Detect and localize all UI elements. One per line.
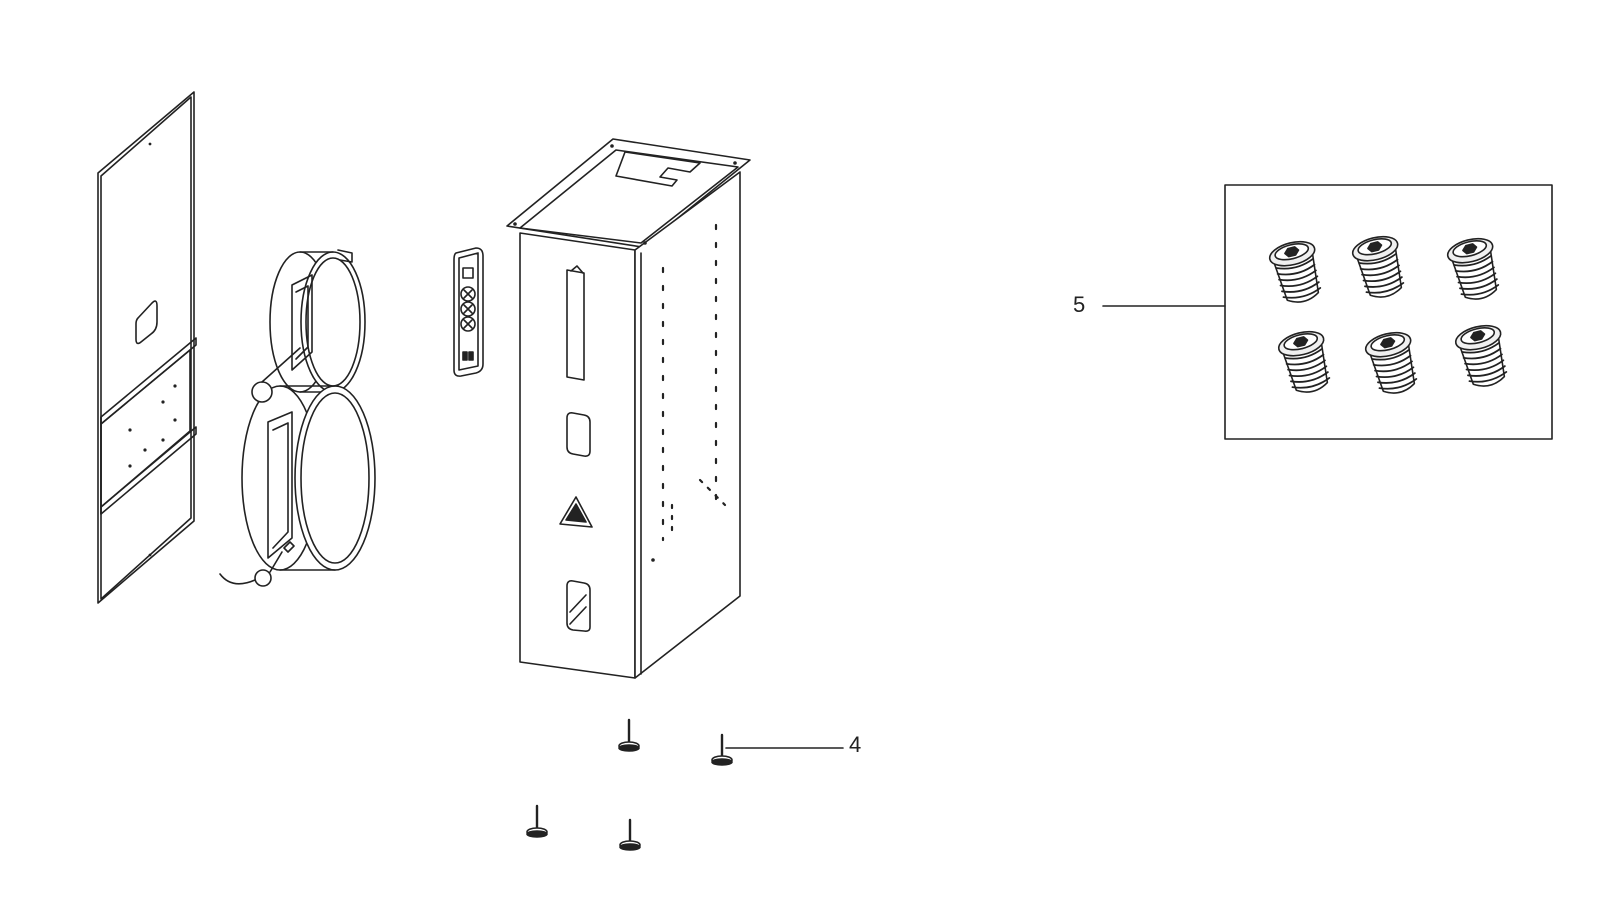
wall-anchor-icon [1268, 240, 1322, 303]
wall-anchor-icon [1364, 331, 1418, 394]
callout-label-4: 4 [849, 732, 862, 757]
mounting-plate-icon [97, 91, 197, 604]
screw-icon [618, 718, 640, 752]
duct-ring-icon [269, 249, 366, 393]
wall-anchor-icon [1446, 237, 1500, 300]
screw-icon [619, 818, 641, 851]
hood-housing-icon [506, 138, 751, 679]
callout-label-5: 5 [1073, 292, 1086, 317]
screw-icon [526, 804, 548, 838]
wall-anchor-icon [1454, 324, 1508, 387]
screw-icon [711, 733, 733, 766]
duct-ring-icon [219, 347, 376, 587]
anchor-set [1268, 235, 1508, 394]
anchor-kit-box [1224, 184, 1553, 440]
wall-anchor-icon [1277, 330, 1331, 393]
remote-control-icon [453, 247, 484, 377]
wall-anchor-icon [1351, 235, 1405, 298]
